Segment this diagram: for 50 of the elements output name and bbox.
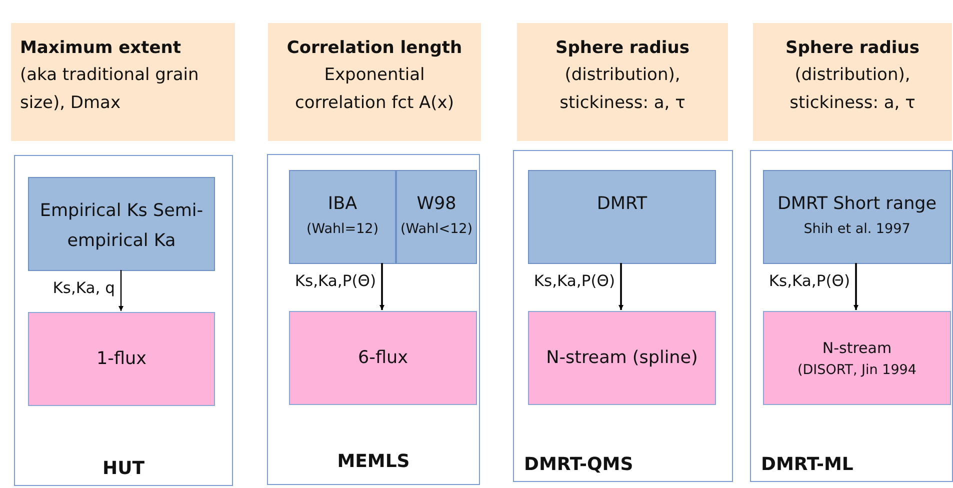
box-text: N-stream (spline)	[545, 347, 699, 370]
radiative-transfer-box	[528, 311, 716, 405]
radiative-transfer-box	[289, 311, 477, 405]
box-text: IBA	[326, 193, 358, 216]
radiative-transfer-box	[28, 312, 215, 406]
box-text: W98	[416, 193, 458, 216]
model-panel	[513, 150, 733, 482]
model-name: DMRT-QMS	[524, 454, 634, 475]
box-subtext: (DISORT, Jin 1994	[797, 361, 916, 380]
header-text: (distribution), stickiness: a, τ	[558, 64, 686, 115]
box-subtext: (Wahl<12)	[400, 220, 473, 239]
model-panel	[267, 154, 480, 485]
box-text: DMRT Short range	[776, 193, 938, 216]
box-text: 1-flux	[96, 348, 148, 371]
arrow	[118, 270, 124, 311]
arrow	[854, 263, 858, 310]
box-text: 6-flux	[357, 347, 409, 370]
arrow	[380, 263, 384, 310]
header-title: Sphere radius	[786, 37, 920, 60]
box-text: N-stream	[821, 338, 893, 359]
model-name: MEMLS	[336, 451, 411, 472]
electromagnetic-model-box	[396, 170, 477, 264]
header-title: Sphere radius	[556, 37, 690, 60]
parameter-box	[753, 23, 952, 141]
box-text: Empirical Ks Semi-empirical Ka	[38, 200, 204, 253]
box-subtext: Shih et al. 1997	[804, 220, 910, 239]
model-name: HUT	[102, 458, 146, 479]
radiative-transfer-box	[763, 311, 951, 405]
electromagnetic-model-box	[528, 170, 716, 264]
parameter-box	[517, 23, 728, 141]
header-title: Maximum extent	[20, 37, 182, 60]
edge-label: Ks,Ka,P(Θ)	[294, 272, 376, 290]
header-text: (distribution), stickiness: a, τ	[788, 64, 916, 115]
edge-label: Ks,Ka,P(Θ)	[768, 272, 850, 290]
parameter-box	[11, 23, 235, 141]
electromagnetic-model-box	[289, 170, 396, 264]
model-name: DMRT-ML	[761, 454, 854, 475]
model-panel	[750, 150, 953, 482]
parameter-box	[268, 23, 481, 141]
edge-label: Ks,Ka, q	[52, 279, 115, 297]
box-subtext: (Wahl=12)	[306, 220, 379, 239]
header-title: Correlation length	[286, 37, 462, 60]
box-text: DMRT	[596, 193, 648, 216]
model-panel	[14, 155, 233, 486]
edge-label: Ks,Ka,P(Θ)	[534, 272, 615, 290]
header-text: (aka traditional grain size), Dmax	[20, 64, 200, 115]
arrow	[618, 263, 624, 310]
electromagnetic-model-box	[763, 170, 951, 264]
electromagnetic-model-box	[28, 177, 215, 271]
header-text: Exponential correlation fct A(x)	[294, 64, 455, 115]
